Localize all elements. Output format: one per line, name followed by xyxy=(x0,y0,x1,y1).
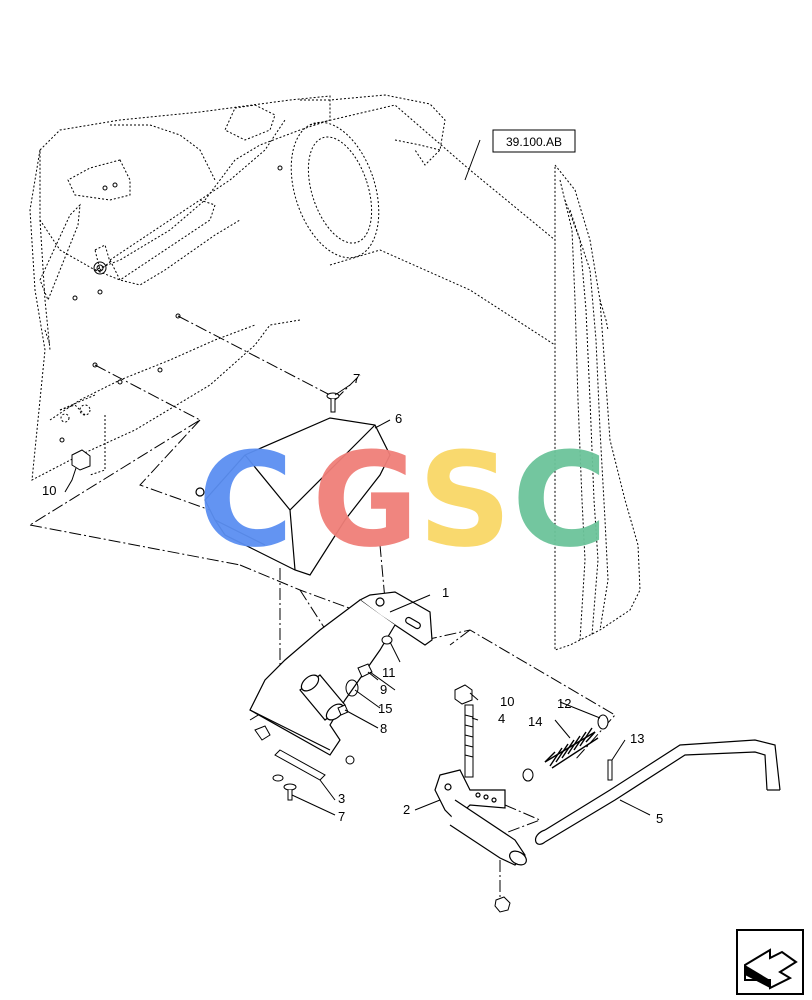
spring-part-14[interactable] xyxy=(544,727,599,769)
next-page-arrow-icon[interactable] xyxy=(736,929,804,995)
callout-14: 14 xyxy=(528,714,542,729)
callout-labels: 1 2 3 4 5 6 7 7 8 9 10 10 11 12 13 14 15 xyxy=(42,371,663,826)
bracket-part-1[interactable] xyxy=(249,591,433,756)
reference-label: 39.100.AB xyxy=(506,135,562,149)
callout-6: 6 xyxy=(395,411,402,426)
callout-10-left: 10 xyxy=(42,483,56,498)
hardware xyxy=(71,392,613,913)
watermark-letter-c2: C xyxy=(512,424,607,576)
callout-3: 3 xyxy=(338,791,345,806)
callout-5: 5 xyxy=(656,811,663,826)
threaded-rod-part-4[interactable] xyxy=(464,704,474,778)
callout-7-bottom: 7 xyxy=(338,809,345,824)
reference-box[interactable]: 39.100.AB xyxy=(492,129,576,153)
watermark-letter-s: S xyxy=(418,424,512,576)
assembly-lines xyxy=(29,315,616,900)
callout-8: 8 xyxy=(380,721,387,736)
callout-12: 12 xyxy=(557,696,571,711)
callout-13: 13 xyxy=(630,731,644,746)
callout-2: 2 xyxy=(403,802,410,817)
callout-4: 4 xyxy=(498,711,505,726)
watermark-letter-g: G xyxy=(312,424,419,576)
cover-housing-part-6 xyxy=(195,417,391,576)
machine-frame xyxy=(29,94,641,651)
watermark-letter-c1: C xyxy=(198,424,293,576)
pedal-arm-part-2[interactable] xyxy=(434,769,529,868)
callout-10-right: 10 xyxy=(500,694,514,709)
callout-7-top: 7 xyxy=(353,371,360,386)
callout-9: 9 xyxy=(380,682,387,697)
leader-lines xyxy=(64,139,651,816)
rod-part-5[interactable] xyxy=(535,739,781,845)
callout-15: 15 xyxy=(378,701,392,716)
callout-1: 1 xyxy=(442,585,449,600)
frame-holes xyxy=(59,165,283,443)
watermark-logo: C G S C xyxy=(198,424,607,576)
callout-11: 11 xyxy=(382,665,396,680)
